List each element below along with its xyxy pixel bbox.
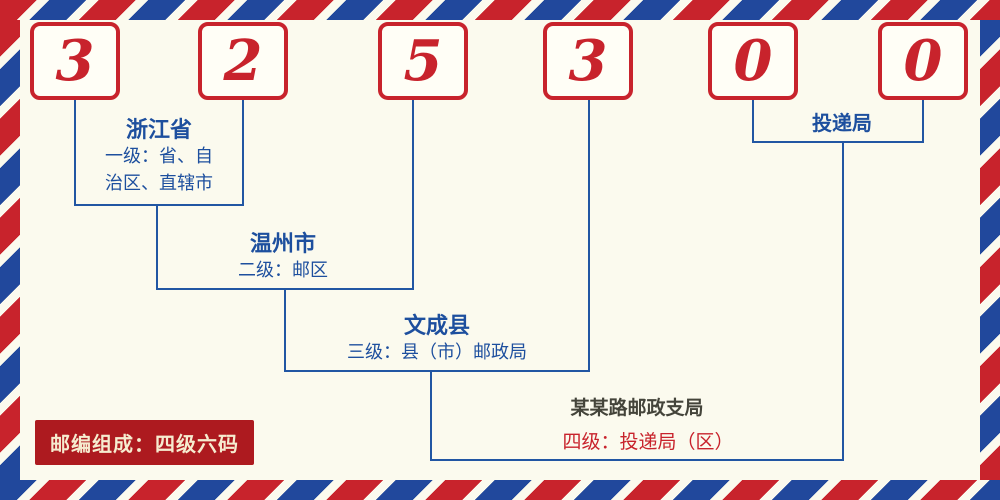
- connector-line-level3-left: [284, 290, 286, 372]
- digit-box-6: 0: [878, 22, 968, 100]
- connector-line-level3-bottom: [284, 370, 590, 372]
- airmail-border-bottom: [0, 480, 1000, 500]
- composition-badge: 邮编组成：四级六码: [35, 420, 254, 465]
- connector-line-delivery-bottom: [752, 141, 924, 143]
- digit-2: 2: [223, 28, 263, 94]
- digit-6: 0: [903, 28, 943, 94]
- connector-line-delivery-right: [922, 100, 924, 143]
- digit-3: 5: [403, 28, 443, 94]
- digit-box-5: 0: [708, 22, 798, 100]
- digit-box-4: 3: [543, 22, 633, 100]
- connector-line-level4-right: [842, 143, 844, 461]
- delivery-bureau-label: 投递局: [812, 111, 872, 135]
- connector-line-level1-left: [74, 100, 76, 206]
- level3-name: 文成县: [403, 314, 470, 339]
- connector-line-delivery-left: [752, 100, 754, 143]
- airmail-border-right: [980, 20, 1000, 480]
- digit-5: 0: [733, 28, 773, 94]
- level1-desc: 一级：省、自 治区、直辖市: [105, 146, 213, 194]
- level4-desc: 四级：投递局（区）: [562, 431, 734, 453]
- level3-desc: 三级：县（市）邮政局: [347, 342, 527, 363]
- connector-line-level4-bottom: [430, 459, 844, 461]
- connector-line-level4-left: [430, 372, 432, 461]
- level2-desc: 二级：邮区: [238, 260, 328, 281]
- digit-1: 3: [55, 28, 95, 94]
- digit-4: 3: [568, 28, 608, 94]
- level4-name: 某某路邮政支局: [570, 397, 704, 419]
- airmail-border-top: [0, 0, 1000, 20]
- level2-name: 温州市: [249, 232, 316, 257]
- connector-line-level1-right: [242, 100, 244, 206]
- connector-line-level2-left: [156, 206, 158, 290]
- digit-box-3: 5: [378, 22, 468, 100]
- connector-line-level2-bottom: [156, 288, 414, 290]
- connector-line-level1-bottom: [74, 204, 244, 206]
- digit-box-2: 2: [198, 22, 288, 100]
- connector-line-level2-right: [412, 100, 414, 290]
- digit-box-1: 3: [30, 22, 120, 100]
- level1-name: 浙江省: [125, 118, 192, 143]
- connector-line-level3-right: [588, 100, 590, 372]
- airmail-border-left: [0, 20, 20, 480]
